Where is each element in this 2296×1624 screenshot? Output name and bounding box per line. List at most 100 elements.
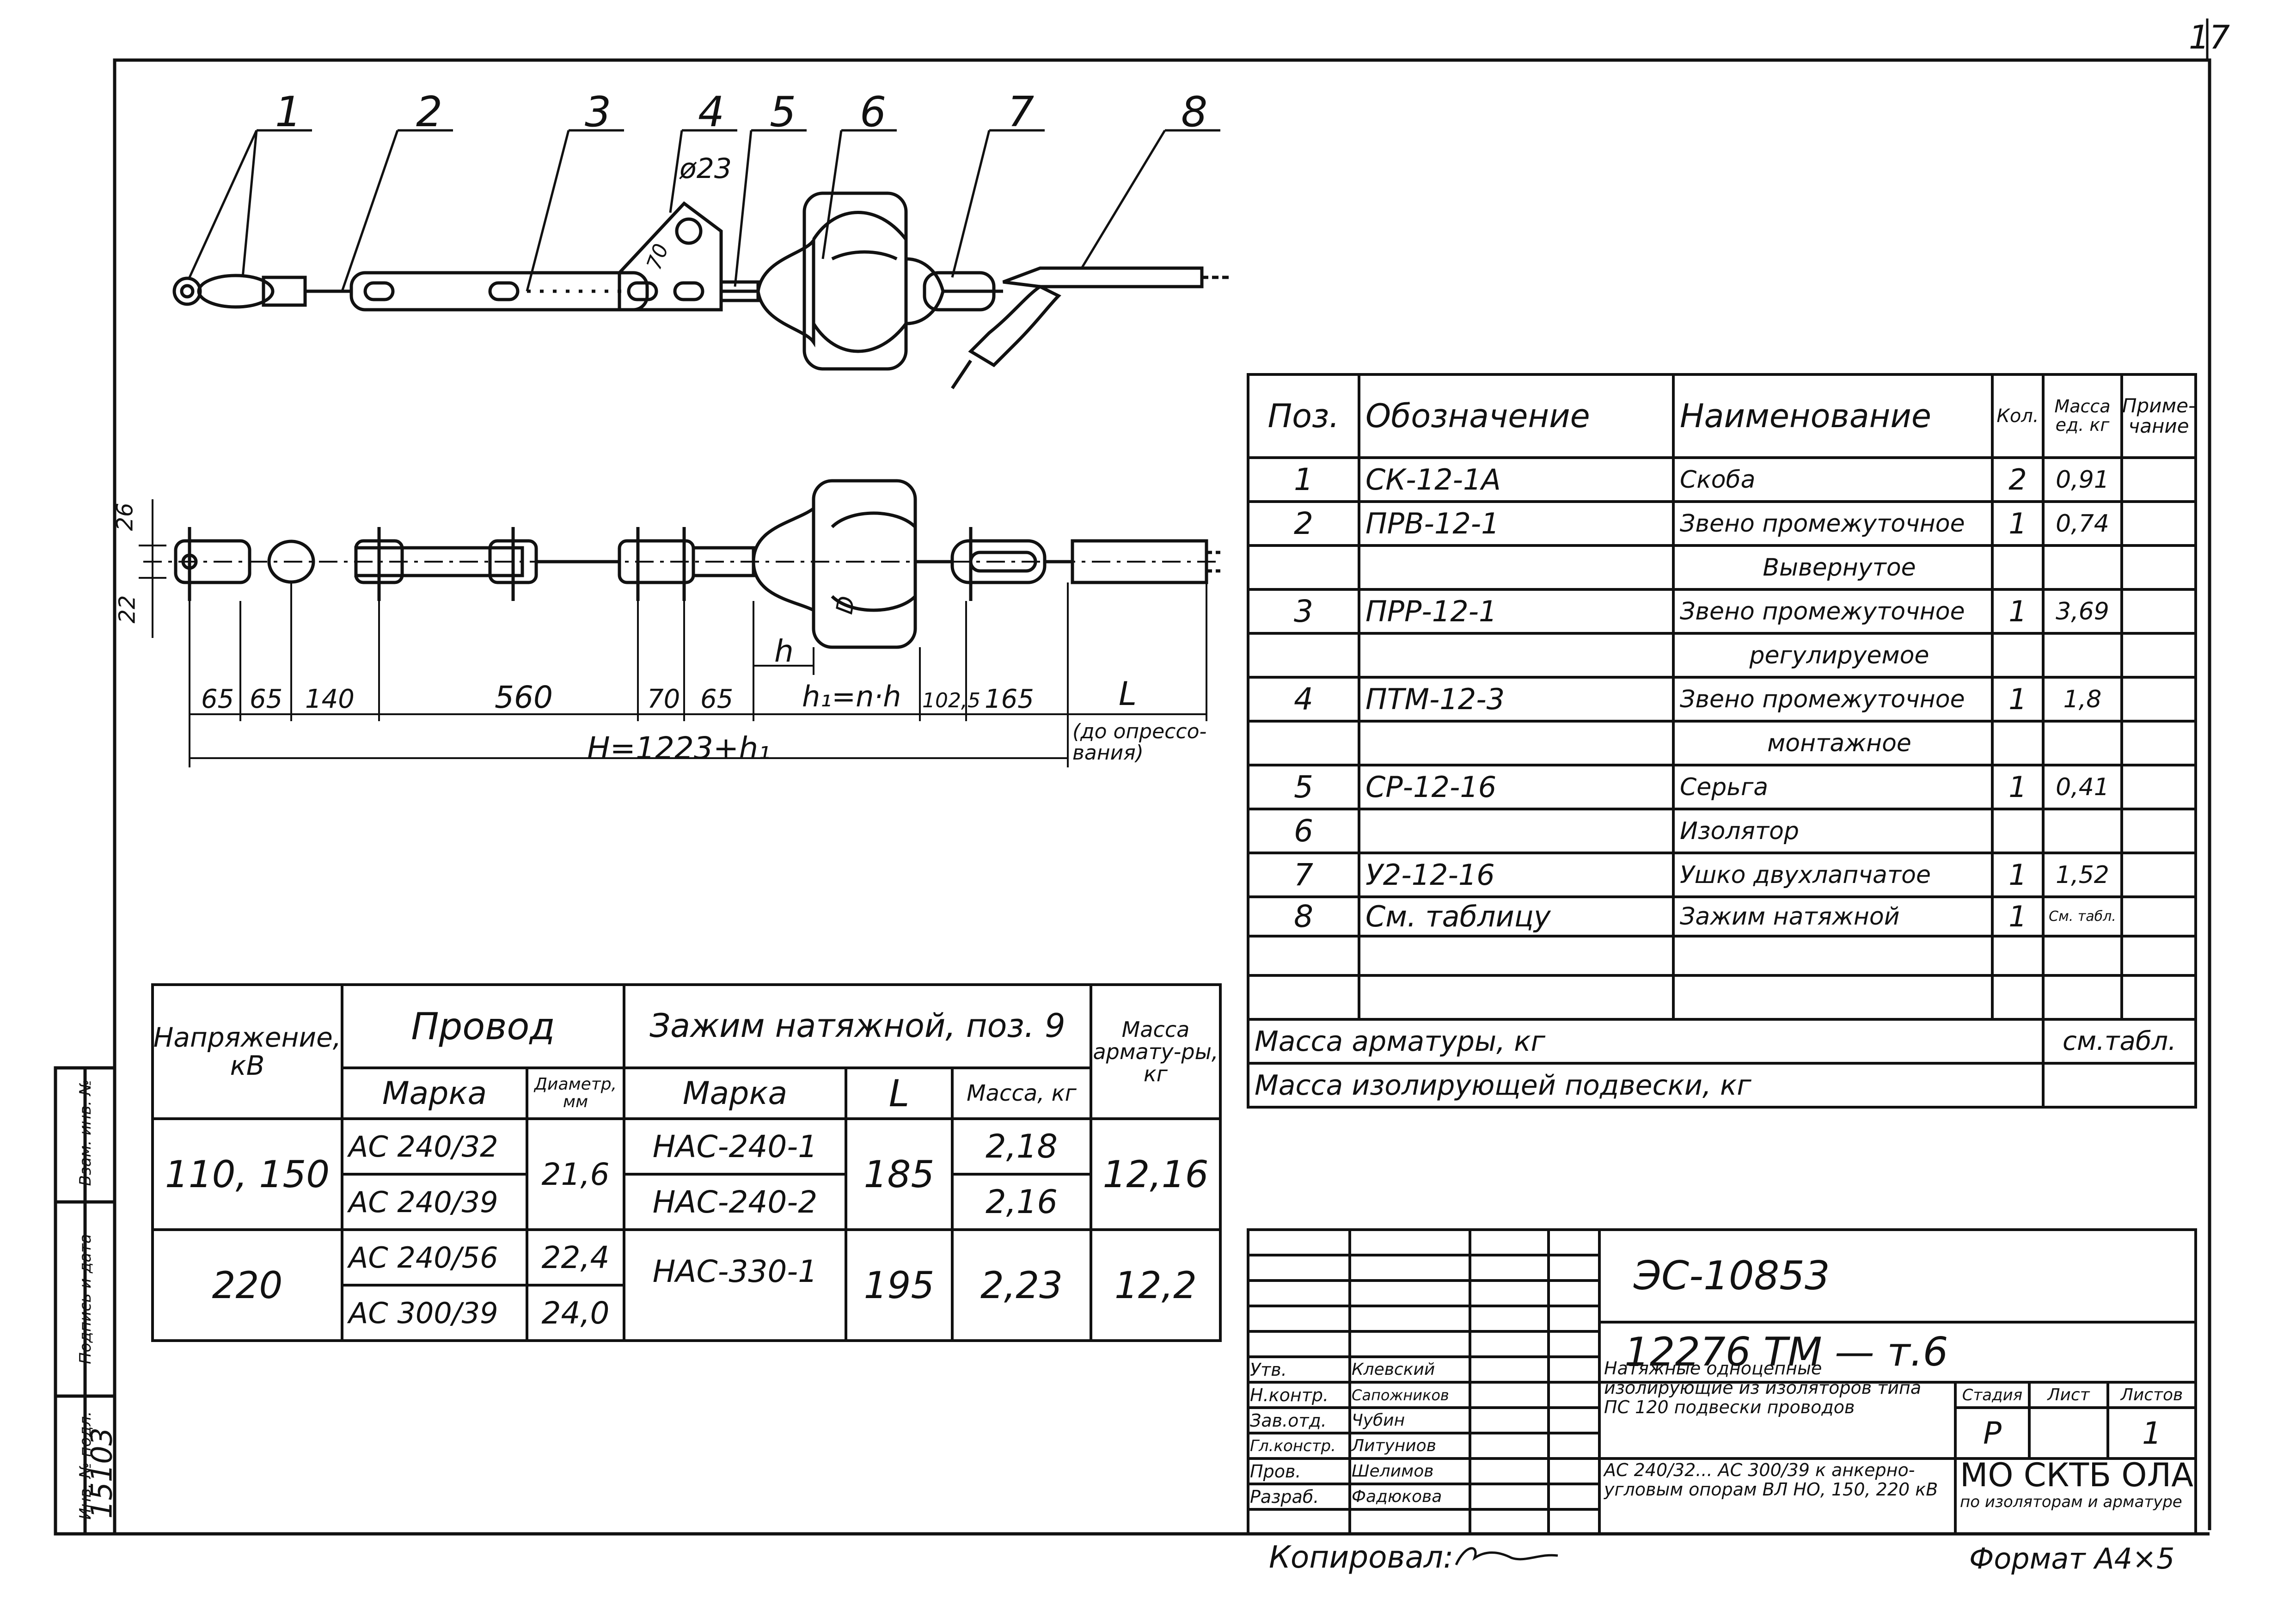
sheet-header: Лист xyxy=(2047,1385,2090,1404)
parts-cell-mass xyxy=(2043,633,2122,677)
parts-cell-note xyxy=(2122,545,2196,589)
parts-cell-designation: ПРР-12-1 xyxy=(1365,594,1497,628)
parts-cell-mass xyxy=(2043,809,2122,853)
name-1: Сапожников xyxy=(1352,1386,1449,1404)
parts-header-mass: Масса ед. кг xyxy=(2054,396,2111,435)
parts-cell-pos: 2 xyxy=(1294,506,1313,541)
parts-cell-mass: 0,74 xyxy=(2056,509,2109,538)
parts-cell-name: монтажное xyxy=(1767,729,1911,757)
parts-cell-mass xyxy=(2043,936,2122,975)
parts-table-grid xyxy=(1247,373,2197,1109)
parts-cell-name xyxy=(1673,936,1999,975)
parts-cell-mass: 1,52 xyxy=(2056,861,2109,889)
clamp-h-mass: Масса, кг xyxy=(967,1080,1077,1106)
dim-560: 560 xyxy=(495,680,553,715)
parts-cell-designation xyxy=(1359,545,1680,589)
parts-cell-pos: 3 xyxy=(1294,594,1313,629)
stage-value: Р xyxy=(1983,1415,2002,1451)
parts-cell-name: Изолятор xyxy=(1680,817,1799,845)
parts-cell-name xyxy=(1673,975,1999,1019)
parts-cell-designation xyxy=(1359,633,1680,677)
dim-102: 102,5 xyxy=(922,689,980,712)
parts-cell-qty: 1 xyxy=(2008,682,2027,716)
parts-cell-name: регулируемое xyxy=(1749,641,1929,669)
parts-header-note: Приме-чание xyxy=(2122,394,2196,437)
role-1: Н.контр. xyxy=(1250,1385,1329,1405)
parts-cell-qty: 1 xyxy=(2008,507,2027,540)
parts-cell-qty xyxy=(1992,633,2043,677)
clamp-h-diam: Диаметр, мм xyxy=(534,1075,617,1111)
name-0: Клевский xyxy=(1352,1360,1435,1379)
parts-cell-designation xyxy=(1359,975,1680,1019)
clamp-wire-2b: АС 300/39 xyxy=(349,1296,498,1330)
doc-code: ЭС-10853 xyxy=(1634,1253,1830,1299)
sheets-value: 1 xyxy=(2142,1415,2161,1451)
sub-code: 12276 ТМ — т.6 xyxy=(1624,1329,1948,1375)
parts-cell-name: Ушко двухлапчатое xyxy=(1680,861,1931,889)
name-4: Шелимов xyxy=(1352,1462,1434,1481)
top-view-drawing xyxy=(172,191,1230,389)
parts-cell-pos: 7 xyxy=(1294,857,1313,893)
stage-header: Стадия xyxy=(1962,1385,2023,1404)
parts-cell-note xyxy=(2122,765,2196,809)
clamp-diam-1: 21,6 xyxy=(541,1156,610,1192)
parts-cell-designation: СР-12-16 xyxy=(1365,770,1497,804)
crimp-note: (до опрессо-вания) xyxy=(1072,720,1207,765)
clamp-mass-2: 2,23 xyxy=(980,1263,1063,1307)
dim-phi: ø23 xyxy=(680,153,732,185)
clamp-voltage-2: 220 xyxy=(212,1263,283,1307)
parts-cell-qty xyxy=(1992,721,2043,765)
parts-cell-mass: 0,41 xyxy=(2056,773,2109,801)
role-4: Пров. xyxy=(1250,1461,1301,1482)
dim-140: 140 xyxy=(305,684,355,714)
parts-cell-name: Зажим натяжной xyxy=(1680,902,1900,931)
clamp-mark-1b: НАС-240-2 xyxy=(652,1184,818,1220)
parts-cell-name: Вывернутое xyxy=(1763,553,1916,582)
parts-cell-designation: СК-12-1А xyxy=(1365,463,1501,496)
clamp-mark-2: НАС-330-1 xyxy=(652,1253,818,1289)
parts-cell-qty xyxy=(1992,809,2043,853)
title-text-1: Натяжные одноцепные изолирующие из изоля… xyxy=(1604,1358,1922,1417)
pos-label-2: 2 xyxy=(416,88,443,136)
clamp-wire-1a: АС 240/32 xyxy=(349,1129,498,1164)
dim-70: 70 xyxy=(647,684,680,714)
name-2: Чубин xyxy=(1352,1411,1405,1430)
total-dim: H=1223+h₁ xyxy=(587,730,771,766)
clamp-mass-fit-2: 12,2 xyxy=(1114,1263,1197,1307)
parts-cell-qty xyxy=(1992,936,2043,975)
clamp-L-1: 185 xyxy=(863,1152,935,1196)
dim-L: L xyxy=(1119,675,1137,713)
pos-label-8: 8 xyxy=(1181,88,1208,136)
side-view-drawing xyxy=(139,479,1220,767)
parts-header-pos: Поз. xyxy=(1267,397,1340,435)
parts-header-qty: Кол. xyxy=(1996,405,2039,427)
clamp-h-L: L xyxy=(888,1072,910,1115)
parts-cell-designation xyxy=(1359,721,1680,765)
clamp-h-mark2: Марка xyxy=(682,1075,788,1112)
parts-cell-designation: ПТМ-12-3 xyxy=(1365,682,1505,716)
parts-cell-name: Звено промежуточное xyxy=(1680,597,1965,625)
parts-cell-pos xyxy=(1248,633,1359,677)
parts-cell-qty: 2 xyxy=(2008,463,2027,496)
mass-fittings-label: Масса арматуры, кг xyxy=(1255,1025,1546,1058)
pos-label-6: 6 xyxy=(860,88,887,136)
stamp-inv-number: 15103 xyxy=(85,1427,119,1519)
parts-cell-designation: ПРВ-12-1 xyxy=(1365,507,1500,540)
pos-label-1: 1 xyxy=(275,88,302,136)
dim-22: 22 xyxy=(114,595,141,624)
parts-cell-qty: 1 xyxy=(2008,900,2027,933)
parts-cell-pos: 8 xyxy=(1294,899,1313,934)
parts-cell-note xyxy=(2122,721,2196,765)
clamp-mark-1a: НАС-240-1 xyxy=(652,1128,818,1164)
parts-cell-designation xyxy=(1359,809,1680,853)
parts-cell-pos xyxy=(1248,721,1359,765)
parts-cell-qty: 1 xyxy=(2008,858,2027,892)
org-name: МО СКТБ ОЛА xyxy=(1960,1456,2193,1494)
parts-cell-note xyxy=(2122,458,2196,502)
clamp-wire-2a: АС 240/56 xyxy=(349,1240,498,1275)
sheet-value xyxy=(2029,1408,2108,1459)
parts-cell-name: Звено промежуточное xyxy=(1680,685,1965,713)
page-number: 17 xyxy=(2189,18,2230,56)
parts-cell-mass xyxy=(2043,975,2122,1019)
